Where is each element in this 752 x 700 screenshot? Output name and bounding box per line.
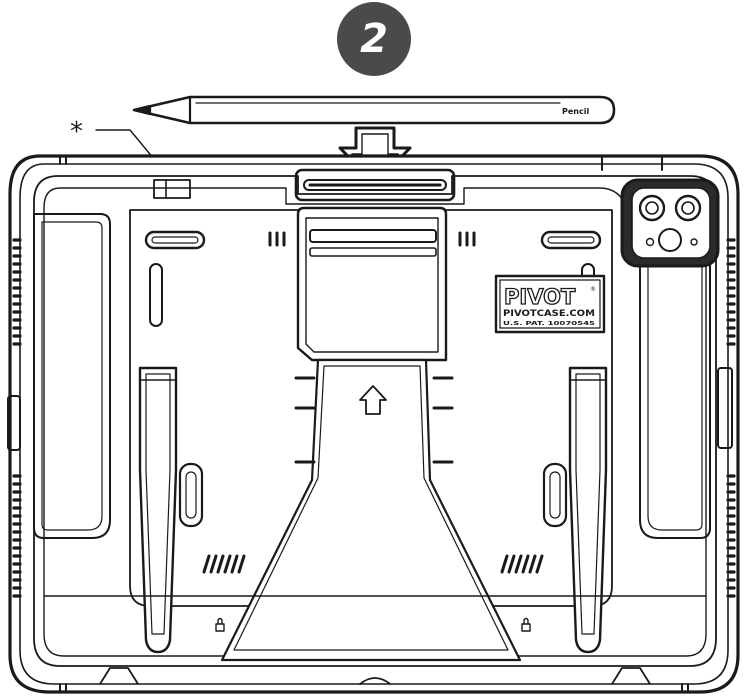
lock-icon-right	[521, 617, 531, 632]
grip-slot-top-left	[144, 230, 206, 250]
stylus-pencil: Pencil	[132, 95, 616, 125]
step-number: 2	[360, 16, 388, 62]
right-side-button	[717, 367, 733, 449]
pivot-logo-plate	[494, 274, 606, 334]
pencil-clip	[153, 179, 191, 199]
slot-left-lower	[178, 462, 204, 528]
logo-brand: PIVOT	[504, 285, 576, 309]
side-grips-right	[726, 238, 736, 598]
vent-right	[458, 231, 476, 247]
bottom-foot-right	[611, 667, 651, 685]
kickstand	[220, 206, 522, 662]
camera-module	[620, 178, 720, 268]
stylus-brand-text: Pencil	[562, 107, 589, 116]
logo-trademark: ®	[590, 286, 596, 293]
left-side-panel	[33, 213, 111, 539]
right-leg	[568, 366, 608, 654]
slot-left-upper	[149, 263, 163, 327]
step-number-badge: 2	[337, 2, 411, 76]
camera-flash-icon	[645, 237, 655, 247]
pencil-holder-slot	[294, 168, 456, 202]
left-leg	[138, 366, 178, 654]
side-grips-left	[12, 238, 22, 598]
vent-left	[268, 231, 286, 247]
camera-lens-1-icon	[638, 194, 666, 222]
bottom-port	[359, 677, 391, 685]
bottom-vent-right	[500, 554, 544, 574]
kickstand-ticks	[294, 376, 454, 464]
camera-mic-icon	[690, 238, 698, 246]
camera-lens-2-icon	[674, 194, 702, 222]
bottom-foot-left	[99, 667, 139, 685]
left-side-button	[7, 395, 21, 451]
slot-right-lower	[542, 462, 568, 528]
grip-slot-top-right	[540, 230, 602, 250]
logo-patent: U.S. PAT. 10070545	[503, 321, 595, 327]
up-arrow-icon	[359, 385, 387, 415]
camera-lidar-icon	[658, 228, 682, 252]
logo-url: PIVOTCASE.COM	[503, 309, 595, 319]
bottom-vent-left	[202, 554, 246, 574]
callout-asterisk: *	[70, 117, 83, 147]
lock-icon-left	[215, 617, 225, 632]
